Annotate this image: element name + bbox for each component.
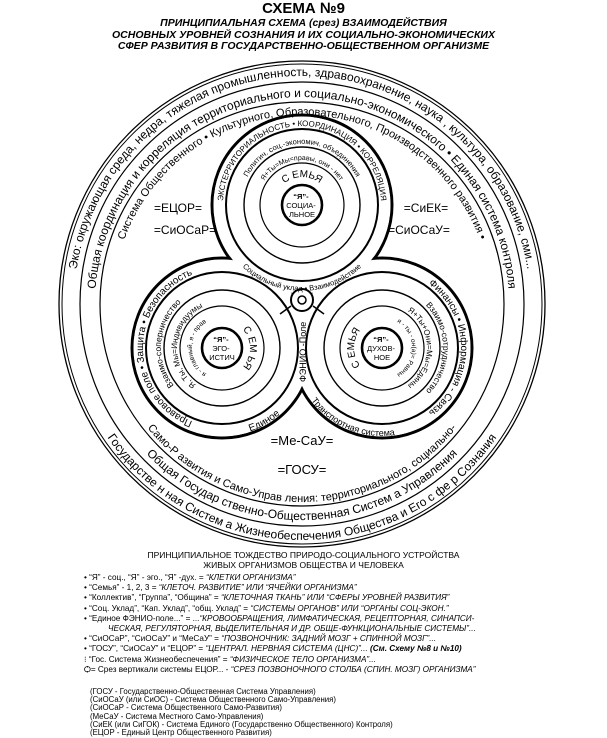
legend-meaning: “ФИЗИЧЕСКОЕ ТЕЛО ОРГАНИЗМА”... [229,654,376,664]
legend-term: “Соц. Уклад”, “Кап. Уклад”, “общ. Уклад”… [89,603,251,613]
legend-heading-line: ЖИВЫХ ОРГАНИЗМОВ ОБЩЕСТВА И ЧЕЛОВЕКА [203,560,404,570]
legend-meaning: “ПОЗВОНОЧНИК: ЗАДНИЙ МОЗГ + СПИННОЙ МОЗГ… [221,634,437,644]
abbreviations-list: (ГОСУ - Государственно-Общественная Сист… [90,687,393,737]
right-lobe-center-label: “Я”- ДУХОВ- НОЕ [367,335,397,362]
legend-item: • “Единое ФЭНИО-поле...” = ...“КРОВООБРА… [84,613,475,623]
legend-item: Ѻ= Срез вертикали системы ЕЦОР... - “СРЕ… [84,664,476,674]
subtitle-line: ОСНОВНЫХ УРОВНЕЙ СОЗНАНИЯ И ИХ СОЦИАЛЬНО… [112,28,495,41]
abbreviation: (ГОСУ - Государственно-Общественная Сист… [90,687,316,696]
legend-list: • “Я” - соц., “Я” - эго., “Я” -дух. = “К… [84,573,476,675]
legend-item: • “Семья” - 1, 2, 3 = “КЛЕТОЧ. РАЗВИТИЕ”… [84,583,357,593]
abbreviation: (СиОСаУ (или СиОС) - Система Общественно… [90,695,336,705]
legend-term: “Семья” - 1, 2, 3 = [89,583,159,593]
abbreviation: (МеСаУ - Система Местного Само-Управлени… [90,711,264,721]
left-lobe-family: С ЕМ ЬЯ [240,324,258,371]
legend-term: “Я” - соц., “Я” - эго., “Я” -дух. = [89,573,206,582]
trilobe-outline [130,113,474,440]
legend-term: “Единое ФЭНИО-поле...” = ... [89,613,200,623]
label-siosar: =СиОСаР= [154,223,216,237]
spine-section-icon: Ѻ [84,664,91,674]
subtitle-line: СФЕР РАЗВИТИЯ В ГОСУДАРСТВЕННО-ОБЩЕСТВЕН… [117,40,490,52]
legend-meaning: “КЛЕТКИ ОРГАНИЗМА” [206,573,296,582]
label-siek: =СиЕК= [404,201,448,215]
legend-meaning: “КЛЕТОЧНАЯ ТКАНЬ” ИЛИ “СФЕРЫ УРОВНЕЙ РАЗ… [220,593,450,603]
legend-meaning: “СРЕЗ ПОЗВОНОЧНОГО СТОЛБА (СПИН. МОЗГ) О… [230,664,476,674]
abbreviation: (ЕЦОР - Единый Центр Общественного Разви… [90,727,272,737]
label-mesau: =Ме-СаУ= [271,433,334,448]
legend-meaning: “ЦЕНТРАЛ. НЕРВНАЯ СИСТЕМА (ЦНС)”... [205,644,370,654]
right-lobe [305,271,459,425]
label-siosau: =СиОСаУ= [388,223,450,237]
legend-meaning: “КЛЕТОЧ. РАЗВИТИЕ” ИЛИ “ЯЧЕЙКИ ОРГАНИЗМА… [158,583,357,593]
outer-ring [58,60,546,548]
legend-item: • “ГОСУ”, “СиОСаУ” и “ЕЦОР” = “ЦЕНТРАЛ. … [84,644,462,654]
legend-term: “Коллектив”, “Группа”, “Община” = [89,593,221,603]
label-gosu: =ГОСУ= [278,462,327,477]
legend-item: • “Я” - соц., “Я” - эго., “Я” -дух. = “К… [84,573,296,582]
legend-item: • “Соц. Уклад”, “Кап. Уклад”, “общ. Укла… [84,603,449,613]
legend-meaning: “КРОВООБРАЩЕНИЯ, ЛИМФАТИЧЕСКАЯ, РЕЦЕПТОР… [199,613,475,623]
outer-ring-inner-line [61,63,543,545]
legend-meaning: ЧЕСКАЯ, РЕГУЛЯТОРНАЯ, ВЫДЕЛИТЕЛЬНАЯ И ДР… [108,623,476,633]
top-lobe-center-label: “Я”- СОЦИА- ЛЬНОЕ [286,192,318,219]
scheme-subtitle: ПРИНЦИПИАЛЬНАЯ СХЕМА (срез) ВЗАИМОДЕЙСТВ… [0,17,607,53]
abbreviation: (СиЕК (или СиГОК) - Система Единого (Гос… [90,719,393,729]
subtitle-line: ПРИНЦИПИАЛЬНАЯ СХЕМА (срез) ВЗАИМОДЕЙСТВ… [160,17,447,29]
second-ring [79,81,525,527]
top-lobe [225,128,379,282]
legend-item: • “СиОСаР”, “СиОСаУ” и “МеСаУ” = “ПОЗВОН… [84,634,437,644]
legend-item: • “Коллектив”, “Группа”, “Община” = “КЛЕ… [84,593,450,603]
legend-term: Срез вертикали системы ЕЦОР... - [97,664,231,674]
label-fenio-field: ФЭНИО -Поле [298,322,308,382]
left-lobe-center-label: “Я”- ЭГО- ИСТИЧ [209,335,235,362]
scheme-title: СХЕМА №9 [262,0,345,17]
legend-heading-line: ПРИНЦИПИАЛЬНОЕ ТОЖДЕСТВО ПРИРОДО-СОЦИАЛЬ… [147,550,460,560]
third-ring [99,101,505,507]
legend-term: “СиОСаР”, “СиОСаУ” и “МеСаУ” = [89,634,222,644]
label-ecor: =ЕЦОР= [154,201,202,215]
legend-term: “Гос. Система Жизнеобеспечения” = [88,654,230,664]
left-lobe [145,271,299,425]
legend-heading: ПРИНЦИПИАЛЬНОЕ ТОЖДЕСТВО ПРИРОДО-СОЦИАЛЬ… [0,550,607,570]
legend-item-continuation: ЧЕСКАЯ, РЕГУЛЯТОРНАЯ, ВЫДЕЛИТЕЛЬНАЯ И ДР… [84,624,476,634]
legend-meaning: “СИСТЕМЫ ОРГАНОВ” ИЛИ “ОРГАНЫ СОЦ-ЭКОН.” [250,603,449,613]
legend-item: ⁝ “Гос. Система Жизнеобеспечения” = “ФИЗ… [84,654,376,664]
legend-term: “ГОСУ”, “СиОСаУ” и “ЕЦОР” = [89,644,206,654]
legend-reference: (См. Схему №8 и №10) [370,644,462,654]
consciousness-scheme-diagram: Эко: окружающая среда, недра, тяжелая пр… [58,60,546,548]
abbreviation: (СиОСаР - Система Общественного Само-Раз… [90,703,282,713]
spine-section-icon [279,288,325,315]
